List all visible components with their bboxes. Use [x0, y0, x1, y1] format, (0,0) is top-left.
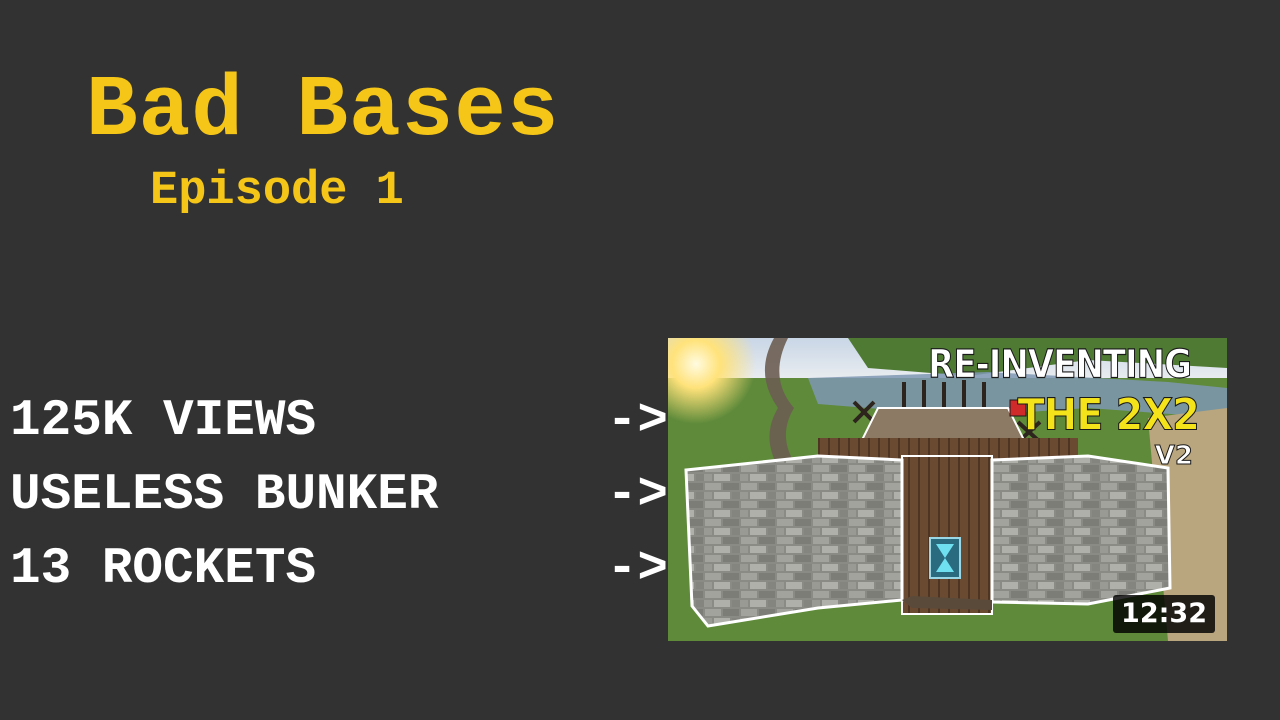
video-thumbnail[interactable]: RE-INVENTING THE 2X2 V2 12:32: [668, 338, 1227, 641]
stat-row-views: 125K VIEWS ->: [10, 392, 670, 452]
arrow-icon: ->: [606, 541, 668, 598]
hills: [848, 338, 1227, 376]
page-title: Bad Bases: [86, 62, 560, 160]
left-wall: [684, 454, 904, 628]
stat-label: 125K VIEWS: [10, 393, 317, 450]
stat-label: USELESS BUNKER: [10, 467, 439, 524]
base-illustration: [668, 338, 1227, 641]
stat-row-bunker: USELESS BUNKER ->: [10, 466, 670, 526]
stat-label: 13 ROCKETS: [10, 541, 317, 598]
center-tower: [901, 455, 993, 615]
hourglass-icon: [936, 544, 954, 572]
right-wall: [990, 454, 1172, 606]
arrow-icon: ->: [606, 467, 668, 524]
wall-base: [902, 596, 992, 610]
overlay-title-line-3: V2: [1154, 441, 1193, 472]
video-duration-badge: 12:32: [1113, 595, 1215, 633]
episode-subtitle: Episode 1: [150, 165, 404, 218]
stat-row-rockets: 13 ROCKETS ->: [10, 540, 670, 600]
overlay-title-line-1: RE-INVENTING: [928, 341, 1193, 388]
water: [808, 372, 1227, 418]
lock-icon: [1009, 399, 1027, 417]
arrow-icon: ->: [606, 393, 668, 450]
overlay-title-line-2: THE 2X2: [1017, 389, 1201, 441]
sun-icon: [668, 338, 756, 424]
smoke-plume: [764, 338, 798, 470]
